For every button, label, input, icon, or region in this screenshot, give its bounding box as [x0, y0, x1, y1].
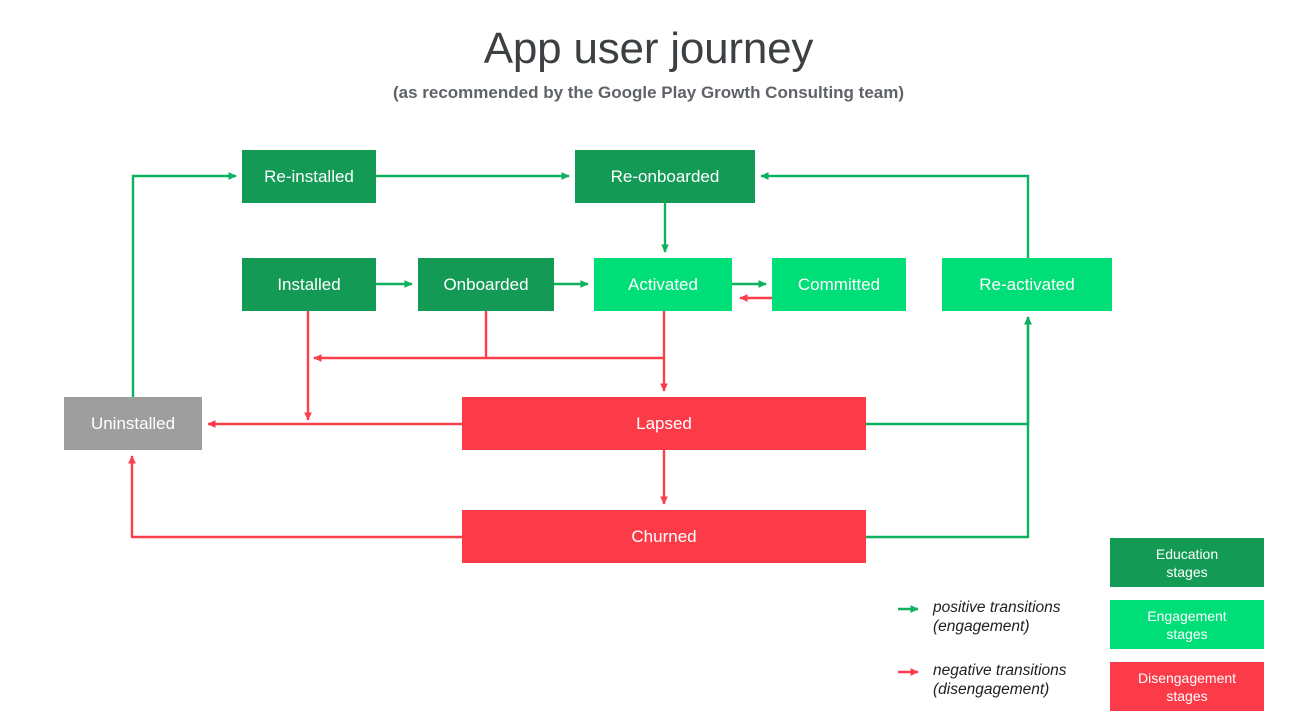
legend-swatch-education: Education stages	[1110, 538, 1264, 587]
page-subtitle: (as recommended by the Google Play Growt…	[392, 83, 905, 102]
legend-swatch-disengagement: Disengagement stages	[1110, 662, 1264, 711]
node-re-onboarded[interactable]: Re-onboarded	[575, 150, 755, 203]
edge-churned-to-reactivated	[866, 316, 1032, 539]
node-label: Uninstalled	[90, 413, 176, 433]
node-lapsed[interactable]: Lapsed	[462, 397, 866, 450]
node-committed[interactable]: Committed	[772, 258, 906, 311]
node-uninstalled[interactable]: Uninstalled	[64, 397, 202, 450]
negative-edges	[128, 294, 772, 539]
page-title: App user journey	[483, 24, 814, 73]
node-activated[interactable]: Activated	[594, 258, 732, 311]
node-label: Lapsed	[636, 413, 692, 433]
node-onboarded[interactable]: Onboarded	[418, 258, 554, 311]
node-re-installed[interactable]: Re-installed	[242, 150, 376, 203]
legend-swatch-engagement: Engagement stages	[1110, 600, 1264, 649]
positive-edges	[131, 172, 1032, 539]
edge-uninstalled-to-reinstalled	[131, 172, 237, 397]
legend-positive-label: positive transitions (engagement)	[933, 599, 1061, 635]
node-label: Churned	[631, 526, 697, 546]
node-label: Activated	[628, 274, 698, 294]
node-churned[interactable]: Churned	[462, 510, 866, 563]
node-label: Installed	[277, 274, 341, 294]
node-label: Re-activated	[979, 274, 1075, 294]
legend-swatch-label: Disengagement stages	[1137, 669, 1237, 704]
node-label: Re-installed	[264, 166, 354, 186]
node-label: Re-onboarded	[610, 166, 720, 186]
node-label: Committed	[797, 274, 881, 294]
legend-swatch-label: Education stages	[1155, 545, 1219, 580]
legend-negative-label: negative transitions (disengagement)	[933, 662, 1067, 698]
node-re-activated[interactable]: Re-activated	[942, 258, 1112, 311]
edge-reactivated-to-reonboarded	[760, 172, 1030, 258]
node-installed[interactable]: Installed	[242, 258, 376, 311]
legend-swatch-label: Engagement stages	[1147, 607, 1227, 642]
edge-churned-to-uninstalled	[128, 455, 462, 539]
node-label: Onboarded	[443, 274, 529, 294]
